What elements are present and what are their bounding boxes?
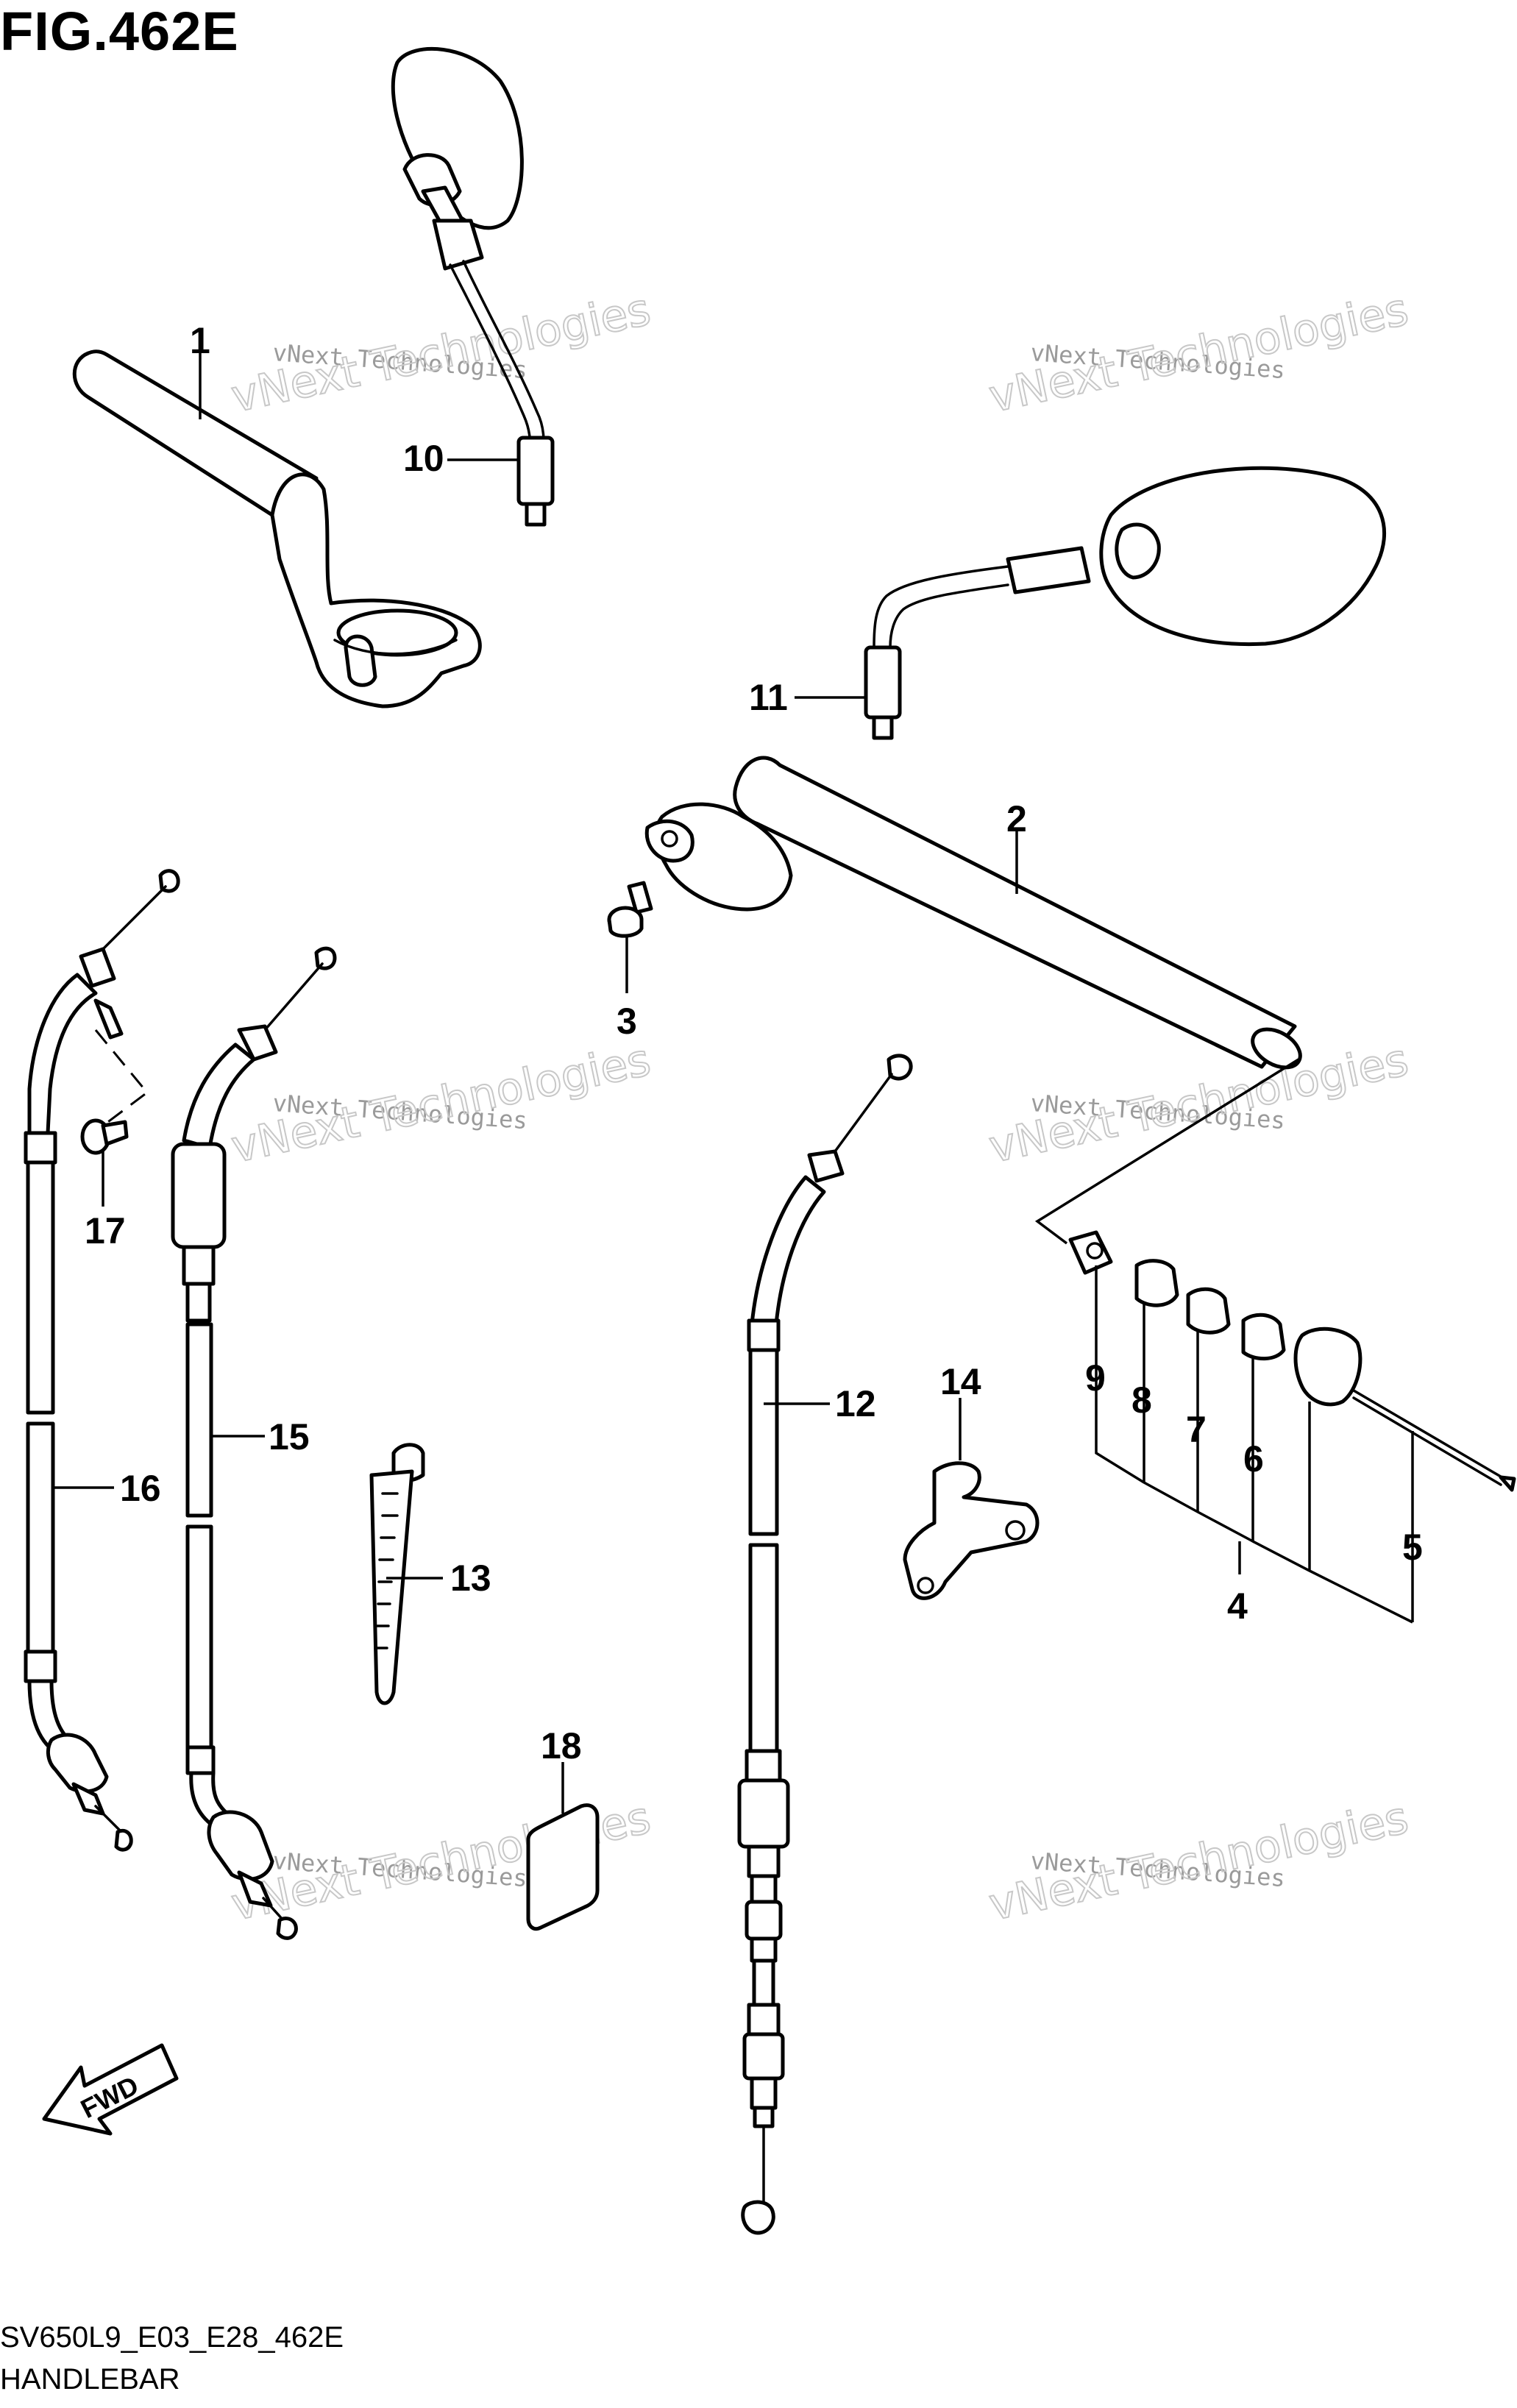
part-handlebar-right <box>644 756 1302 1070</box>
callout-4: 4 <box>1227 1585 1248 1627</box>
connector-dashed-17 <box>94 1029 149 1127</box>
figure-name: HANDLEBAR <box>0 2363 180 2395</box>
callout-14: 14 <box>940 1361 981 1402</box>
callout-8: 8 <box>1131 1379 1152 1421</box>
callout-11: 11 <box>749 677 788 718</box>
part-mirror-left <box>391 47 555 527</box>
callout-5: 5 <box>1402 1527 1423 1568</box>
connector-line-bar-end <box>1034 1058 1299 1245</box>
callout-15: 15 <box>269 1416 310 1457</box>
watermark-2: vNext Technologies vNext Technologies <box>984 283 1414 424</box>
callout-17: 17 <box>85 1210 126 1251</box>
callout-3: 3 <box>617 1001 637 1042</box>
callout-1: 1 <box>190 320 210 361</box>
callout-13: 13 <box>450 1558 491 1599</box>
figure-title: FIG.462E <box>0 1 239 62</box>
part-bolt-3 <box>607 881 653 938</box>
part-throttle-grip <box>72 349 482 708</box>
part-bar-end-weight <box>1068 1230 1516 1492</box>
watermark-4: vNext Technologies vNext Technologies <box>984 1034 1414 1174</box>
callout-7: 7 <box>1186 1409 1207 1450</box>
part-throttle-cable-2 <box>171 946 337 1940</box>
callout-2: 2 <box>1006 798 1027 839</box>
part-screw-17 <box>80 1118 129 1155</box>
figure-code: SV650L9_E03_E28_462E <box>0 2321 344 2354</box>
callout-10: 10 <box>403 438 444 479</box>
leader-4-9 <box>1095 1265 1414 1624</box>
part-mirror-right <box>864 466 1387 740</box>
callout-6: 6 <box>1243 1438 1264 1480</box>
callout-18: 18 <box>541 1725 582 1766</box>
watermark-1: vNext Technologies vNext Technologies <box>227 283 656 424</box>
watermark-6: vNext Technologies vNext Technologies <box>984 1791 1414 1932</box>
part-bracket <box>903 1461 1040 1600</box>
part-clutch-cable <box>737 1054 913 2235</box>
part-cable-tie <box>369 1443 425 1705</box>
callout-9: 9 <box>1085 1357 1106 1399</box>
fwd-arrow-icon: FWD <box>42 2043 179 2136</box>
part-throttle-cable-1 <box>24 869 180 1852</box>
callout-16: 16 <box>120 1468 161 1509</box>
callout-12: 12 <box>835 1383 876 1424</box>
part-label-sticker <box>526 1803 600 1931</box>
watermark-3: vNext Technologies vNext Technologies <box>227 1034 656 1174</box>
